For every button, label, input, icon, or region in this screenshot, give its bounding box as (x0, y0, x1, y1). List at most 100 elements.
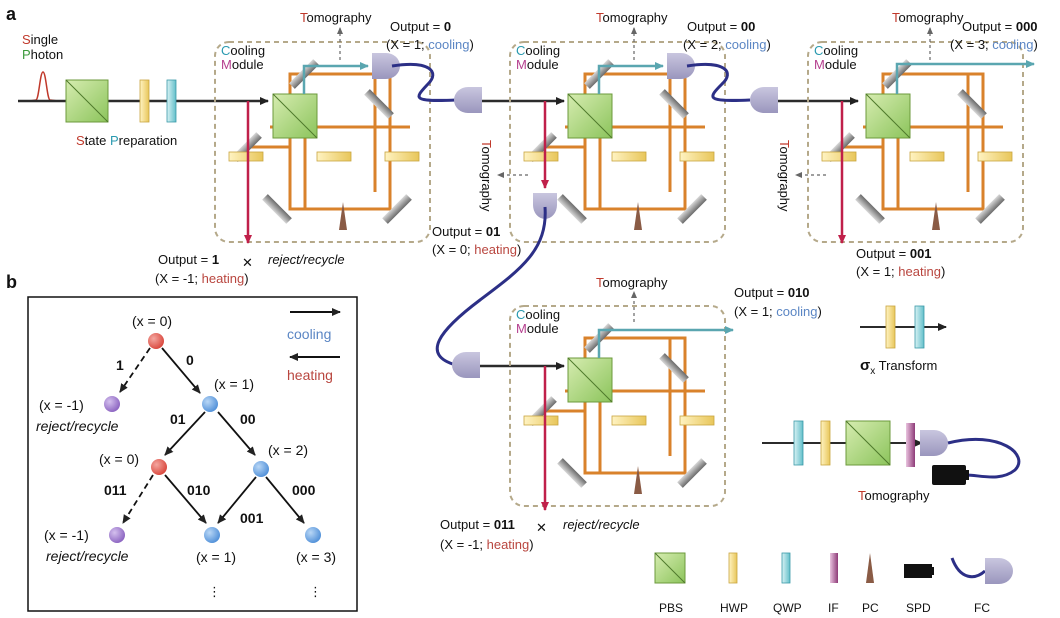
tree-frame (27, 296, 358, 612)
svg-text:(X = 1; cooling): (X = 1; cooling) (734, 304, 822, 319)
state-preparation-optics (65, 79, 177, 123)
node-label-x0: (x = 0) (99, 451, 139, 467)
svg-text:Tomography: Tomography (858, 488, 930, 503)
svg-text:HWP: HWP (720, 601, 748, 615)
tomography-setup: Tomography (762, 420, 1021, 503)
module-4-label: Cooling (516, 307, 560, 322)
tree-node-reject-1 (104, 396, 120, 412)
tree-reject-label-2: reject/recycle (46, 548, 129, 564)
cooling-module-3 (806, 40, 1025, 244)
tree-node-x1b (204, 527, 220, 543)
svg-text:PBS: PBS (659, 601, 683, 615)
svg-text:(X = -1; heating): (X = -1; heating) (155, 271, 249, 286)
svg-text:Output = 01: Output = 01 (432, 224, 500, 239)
svg-text:(X = 1; cooling): (X = 1; cooling) (386, 37, 474, 52)
fiber-2 (686, 62, 751, 102)
svg-text:Output = 0: Output = 0 (390, 19, 451, 34)
svg-text:Output = 00: Output = 00 (687, 19, 755, 34)
svg-text:Photon: Photon (22, 47, 63, 62)
legend-pbs: PBS (654, 552, 686, 615)
svg-text:(X = 2; cooling): (X = 2; cooling) (683, 37, 771, 52)
svg-text:Output = 010: Output = 010 (734, 285, 810, 300)
single-rest: ingle (31, 32, 58, 47)
reject-cross-2: ✕ (536, 520, 547, 535)
tomography-label-4: Tomography (892, 10, 964, 25)
svg-text:(X = 1; heating): (X = 1; heating) (856, 264, 945, 279)
photon-pulse-icon (29, 71, 59, 102)
dots-2: ⋮ (309, 584, 322, 599)
node-label-x1b: (x = 1) (196, 549, 236, 565)
legend: PBS HWP QWP IF PC SPD FC (654, 552, 1013, 615)
node-label-reject-2: (x = -1) (44, 527, 89, 543)
module-1-label: Cooling (221, 43, 265, 58)
module-3-label-2: Module (814, 57, 857, 72)
output-001: Output = 001 (X = 1; heating) (856, 246, 945, 279)
cooling-beam-1 (302, 62, 369, 94)
legend-if: IF (828, 553, 839, 615)
svg-text:(X = 3; cooling): (X = 3; cooling) (950, 37, 1038, 52)
svg-text:Output = 011: Output = 011 (440, 517, 515, 532)
output-1: Output = 1 (X = -1; heating) reject/recy… (155, 252, 345, 286)
sigma-x-transform: σx Transform (860, 305, 947, 377)
svg-text:Output = 1: Output = 1 (158, 252, 219, 267)
tree-node-root (148, 333, 164, 349)
fiber-3 (435, 206, 547, 367)
edge-label-011: 011 (104, 482, 127, 498)
svg-text:σx Transform: σx Transform (860, 357, 937, 377)
node-label-reject-1: (x = -1) (39, 397, 84, 413)
module-3-label: Cooling (814, 43, 858, 58)
fiber-1 (391, 62, 457, 102)
svg-text:(X = 0; heating): (X = 0; heating) (432, 242, 521, 257)
photon-p: P (22, 47, 31, 62)
output-0: Output = 0 (X = 1; cooling) (386, 19, 474, 52)
edge-label-000: 000 (292, 482, 316, 498)
module-2-label: Cooling (516, 43, 560, 58)
svg-text:(X = -1; heating): (X = -1; heating) (440, 537, 534, 552)
tree-edges (119, 347, 305, 524)
dots-1: ⋮ (208, 584, 221, 599)
tree-reject-label-1: reject/recycle (36, 418, 119, 434)
node-label-x3: (x = 3) (296, 549, 336, 565)
fiber-coupler-6 (452, 352, 480, 378)
tomography-label-5: Tomography (777, 140, 792, 212)
cooling-beam-4 (597, 326, 734, 358)
legend-qwp: QWP (773, 552, 802, 615)
node-label-x2: (x = 2) (268, 442, 308, 458)
single-s: S (22, 32, 31, 47)
tomography-label-2: Tomography (596, 10, 668, 25)
node-label-root: (x = 0) (132, 313, 172, 329)
single-photon-label: Single Photon (22, 32, 63, 62)
svg-text:PC: PC (862, 601, 879, 615)
tree-node-x2 (253, 461, 269, 477)
fiber-coupler-2 (454, 87, 482, 113)
reject-cross-1: ✕ (242, 255, 253, 270)
output-011: Output = 011 (X = -1; heating) reject/re… (440, 517, 640, 552)
cooling-module-4 (508, 304, 727, 508)
tree-node-x0 (151, 459, 167, 475)
cooling-beam-2 (597, 62, 664, 94)
edge-label-001: 001 (240, 510, 264, 526)
output-010: Output = 010 (X = 1; cooling) (734, 285, 822, 319)
module-4-label-2: Module (516, 321, 559, 336)
panel-a-label: a (6, 4, 17, 24)
svg-text:IF: IF (828, 601, 839, 615)
svg-text:QWP: QWP (773, 601, 802, 615)
output-00: Output = 00 (X = 2; cooling) (683, 19, 771, 52)
tomography-label-1: Tomography (300, 10, 372, 25)
svg-text:Single: Single (22, 32, 58, 47)
fiber-coupler-5 (750, 87, 778, 113)
state-preparation-label: State Preparation (76, 133, 177, 148)
module-1-label-2: Module (221, 57, 264, 72)
tree-node-reject-2 (109, 527, 125, 543)
reject-label-2: reject/recycle (563, 517, 640, 532)
tree-node-x1 (202, 396, 218, 412)
svg-text:SPD: SPD (906, 601, 931, 615)
edge-label-010: 010 (187, 482, 211, 498)
edge-label-00: 00 (240, 411, 256, 427)
svg-text:Output = 000: Output = 000 (962, 19, 1038, 34)
output-01: Output = 01 (X = 0; heating) (432, 224, 521, 257)
panel-b-label: b (6, 272, 17, 292)
photon-rest: hoton (31, 47, 64, 62)
heating-label: heating (287, 367, 333, 383)
